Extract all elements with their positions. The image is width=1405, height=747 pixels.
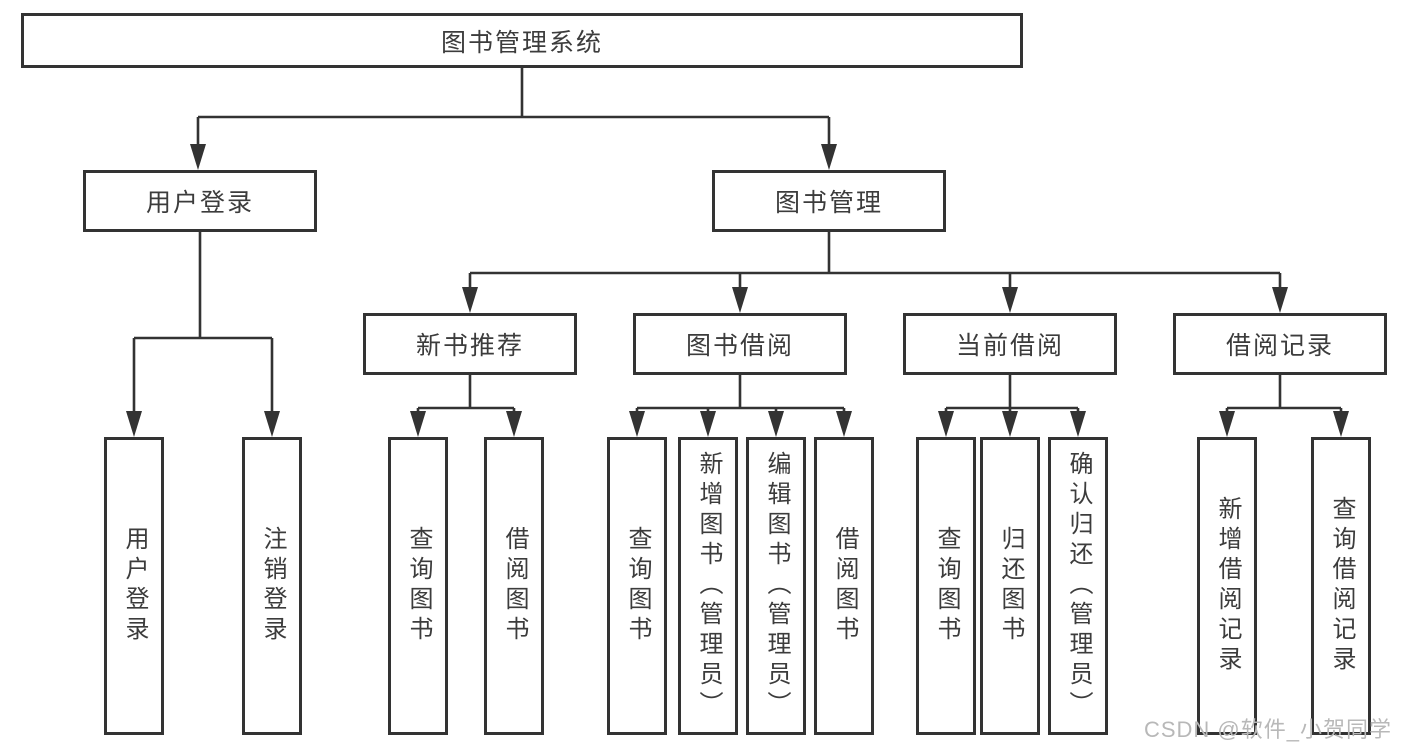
node-user-login: 用户登录: [83, 170, 317, 232]
leaf-add-books-admin: 新增图书（管理员）: [678, 437, 738, 735]
arrowhead-icon: [836, 411, 852, 437]
node-root-system: 图书管理系统: [21, 13, 1023, 68]
node-book-borrowing: 图书借阅: [633, 313, 847, 375]
node-new-book-recommend: 新书推荐: [363, 313, 577, 375]
node-book-management: 图书管理: [712, 170, 946, 232]
leaf-query-borrow-record: 查询借阅记录: [1311, 437, 1371, 735]
leaf-query-books-recommend: 查询图书: [388, 437, 448, 735]
arrowhead-icon: [190, 144, 206, 170]
leaf-confirm-return-admin: 确认归还（管理员）: [1048, 437, 1108, 735]
arrowhead-icon: [732, 287, 748, 313]
leaf-query-books-current: 查询图书: [916, 437, 976, 735]
arrowhead-icon: [410, 411, 426, 437]
leaf-edit-books-admin: 编辑图书（管理员）: [746, 437, 806, 735]
arrowhead-icon: [768, 411, 784, 437]
leaf-user-login: 用户登录: [104, 437, 164, 735]
leaf-borrow-books-recommend: 借阅图书: [484, 437, 544, 735]
node-borrowing-records: 借阅记录: [1173, 313, 1387, 375]
csdn-watermark: CSDN @软件_小贺同学: [1143, 717, 1392, 742]
arrowhead-icon: [506, 411, 522, 437]
arrowhead-icon: [1002, 287, 1018, 313]
leaf-add-borrow-record: 新增借阅记录: [1197, 437, 1257, 735]
arrowhead-icon: [1272, 287, 1288, 313]
leaf-borrow-books: 借阅图书: [814, 437, 874, 735]
arrowhead-icon: [1333, 411, 1349, 437]
arrowhead-icon: [700, 411, 716, 437]
arrowhead-icon: [1070, 411, 1086, 437]
arrowhead-icon: [462, 287, 478, 313]
arrowhead-icon: [821, 144, 837, 170]
leaf-return-books: 归还图书: [980, 437, 1040, 735]
leaf-query-books-borrowing: 查询图书: [607, 437, 667, 735]
arrowhead-icon: [264, 411, 280, 437]
leaf-logout: 注销登录: [242, 437, 302, 735]
arrowhead-icon: [1219, 411, 1235, 437]
arrowhead-icon: [1002, 411, 1018, 437]
arrowhead-icon: [126, 411, 142, 437]
arrowhead-icon: [938, 411, 954, 437]
arrowhead-icon: [629, 411, 645, 437]
node-current-borrowing: 当前借阅: [903, 313, 1117, 375]
